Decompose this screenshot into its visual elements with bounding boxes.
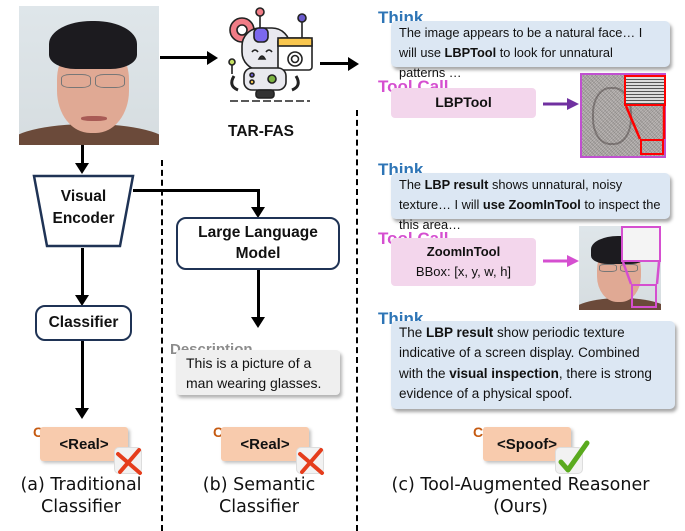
think-text-segment: to look for unnatural patterns … bbox=[399, 44, 613, 80]
think-text-3: The LBP result show periodic texture ind… bbox=[399, 325, 652, 401]
arrow-llm-to-description bbox=[257, 270, 260, 320]
cls-result-a: <Real> bbox=[40, 427, 128, 461]
classifier-label: Classifier bbox=[48, 313, 119, 331]
think-text-segment: , there is strong evidence of a physical… bbox=[399, 365, 652, 401]
zoom-highlight-box bbox=[624, 75, 666, 106]
description-text: This is a picture of a man wearing glass… bbox=[186, 355, 322, 392]
zoom-source-box bbox=[631, 284, 657, 308]
think-text-segment: show periodic texture indicative of a sc… bbox=[399, 325, 640, 381]
arrow-to-tarfas bbox=[160, 56, 210, 59]
divider-a-b bbox=[161, 160, 163, 531]
tarfas-label: TAR-FAS bbox=[228, 123, 295, 140]
encoder-label-line1: Visual bbox=[60, 188, 107, 205]
arrow-head bbox=[251, 207, 265, 218]
caption-b: (b) Semantic Classifier bbox=[162, 475, 356, 519]
arrow-head bbox=[75, 408, 89, 419]
caption-c-line2: (Ours) bbox=[493, 496, 548, 517]
caption-a: (a) Traditional Classifier bbox=[0, 475, 162, 519]
caption-c-line1: (c) Tool-Augmented Reasoner bbox=[391, 475, 650, 495]
caption-b-line1: (b) Semantic bbox=[202, 475, 316, 495]
cross-icon bbox=[296, 447, 324, 475]
think-text-segment: The image appears to be a natural face… … bbox=[399, 25, 643, 60]
zoom-source-box bbox=[640, 139, 664, 155]
arrow-head bbox=[75, 295, 89, 306]
think-text-emphasis: LBPTool bbox=[444, 44, 497, 60]
think-text-segment: The bbox=[399, 325, 427, 340]
think-text-2: The LBP result shows unnatural, noisy te… bbox=[399, 177, 660, 232]
cross-icon bbox=[114, 447, 142, 475]
think-text-segment: shows unnatural, noisy texture… I will bbox=[399, 177, 623, 212]
tool-call-box-2: ZoomInTool BBox: [x, y, w, h] bbox=[391, 238, 536, 286]
divider-b-c bbox=[356, 110, 358, 531]
llm-label-line1: Large Language bbox=[198, 223, 318, 241]
arrow-encoder-to-classifier bbox=[81, 248, 84, 298]
think-box-2: The LBP result shows unnatural, noisy te… bbox=[391, 173, 670, 232]
tool-name-2: ZoomInTool bbox=[426, 243, 501, 259]
cls-result-b: <Real> bbox=[221, 427, 309, 461]
arrow-head bbox=[348, 57, 359, 71]
caption-b-line2: Classifier bbox=[219, 496, 299, 517]
lbp-result-image bbox=[580, 73, 666, 158]
llm-box: Large Language Model bbox=[176, 217, 340, 270]
tool-call-box-1: LBPTool bbox=[391, 88, 536, 118]
arrow-classifier-to-cls bbox=[81, 341, 84, 411]
arrow-head bbox=[75, 163, 89, 174]
arrow-to-reasoner bbox=[320, 62, 350, 65]
think-text-emphasis: use ZoomInTool bbox=[482, 196, 581, 212]
think-box-1: The image appears to be a natural face… … bbox=[391, 21, 670, 80]
zoom-highlight-box bbox=[621, 226, 661, 262]
cls-value-b: <Real> bbox=[240, 435, 290, 453]
input-face-image bbox=[19, 6, 159, 145]
cls-value-c: <Spoof> bbox=[496, 435, 557, 453]
llm-label-line2: Model bbox=[235, 244, 281, 262]
arrow-encoder-to-llm-down bbox=[257, 189, 260, 209]
think-text-segment: The bbox=[399, 177, 425, 192]
tool-args-2: BBox: [x, y, w, h] bbox=[415, 264, 512, 279]
arrow-to-zoom-result bbox=[543, 254, 579, 267]
arrow-encoder-to-llm bbox=[133, 189, 260, 192]
think-text-emphasis: LBP result bbox=[424, 177, 489, 192]
arrow-photo-to-encoder bbox=[81, 145, 84, 167]
arrow-head bbox=[251, 317, 265, 328]
checkmark-icon bbox=[555, 440, 590, 474]
think-box-3: The LBP result show periodic texture ind… bbox=[391, 321, 675, 409]
robot-with-fingerprint-icon bbox=[220, 4, 318, 104]
caption-a-line1: (a) Traditional bbox=[20, 475, 142, 495]
tool-name-1: LBPTool bbox=[435, 94, 492, 111]
arrow-head bbox=[207, 51, 218, 65]
caption-a-line2: Classifier bbox=[41, 496, 121, 517]
description-box: This is a picture of a man wearing glass… bbox=[176, 350, 340, 395]
arrow-to-lbp-result bbox=[543, 97, 579, 110]
encoder-label-line2: Encoder bbox=[52, 210, 115, 228]
cls-value-a: <Real> bbox=[59, 435, 109, 453]
caption-c: (c) Tool-Augmented Reasoner (Ours) bbox=[356, 475, 685, 519]
think-text-1: The image appears to be a natural face… … bbox=[399, 25, 642, 80]
classifier-box: Classifier bbox=[35, 305, 132, 341]
think-text-emphasis: visual inspection bbox=[449, 365, 559, 381]
visual-encoder: Visual Encoder bbox=[32, 174, 135, 248]
think-text-segment: to inspect the this area… bbox=[399, 196, 661, 232]
zoomed-face-image bbox=[579, 226, 661, 310]
think-text-emphasis: LBP result bbox=[426, 325, 494, 340]
